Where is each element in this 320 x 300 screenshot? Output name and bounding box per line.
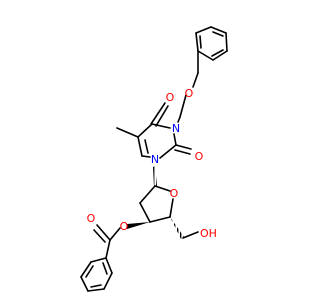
c4-carbonyl-bond-b	[155, 105, 169, 127]
furanose-ring	[139, 185, 174, 223]
ring-oxygen-label: O	[170, 187, 179, 200]
atom-labels: O N N O O O O O OH	[87, 87, 217, 240]
ester-carbonyl-bond-b	[93, 229, 106, 243]
n3-ch2-bond	[177, 116, 181, 123]
bonds	[80, 26, 228, 292]
pyrimidine-ring	[137, 123, 177, 159]
c2-carbonyl-bond-b	[174, 149, 191, 155]
ether-oxygen-label: O	[185, 87, 194, 100]
methyl-bond	[116, 127, 139, 138]
c4-ch2-wedge	[170, 217, 184, 239]
benzyl-ring	[195, 26, 228, 61]
ester-ring-bond	[105, 239, 111, 259]
c3-o-wedge	[127, 222, 150, 229]
molecule-structure: O N N O O O O O OH	[80, 26, 228, 292]
c2-oxygen-label: O	[195, 150, 204, 163]
ester-carbonyl-bond-a	[96, 224, 111, 241]
ester-o-c-bond	[109, 227, 121, 241]
c2-carbonyl-bond-a	[175, 144, 192, 150]
c4-oxygen-label: O	[166, 91, 175, 104]
ether-bond-left	[179, 94, 187, 118]
n1-c1-wedge	[153, 166, 157, 187]
benzoyl-ring	[80, 257, 113, 292]
c4-carbonyl-bond-a	[150, 102, 166, 125]
ch2-oh-bond	[182, 231, 199, 239]
n3-label: N	[172, 122, 180, 135]
n1-label: N	[151, 153, 159, 166]
ester-oxygen-label: O	[120, 220, 129, 233]
carbonyl-oxygen-label: O	[87, 212, 96, 225]
ether-bond-right	[192, 72, 199, 88]
hydroxyl-label: OH	[200, 227, 217, 240]
